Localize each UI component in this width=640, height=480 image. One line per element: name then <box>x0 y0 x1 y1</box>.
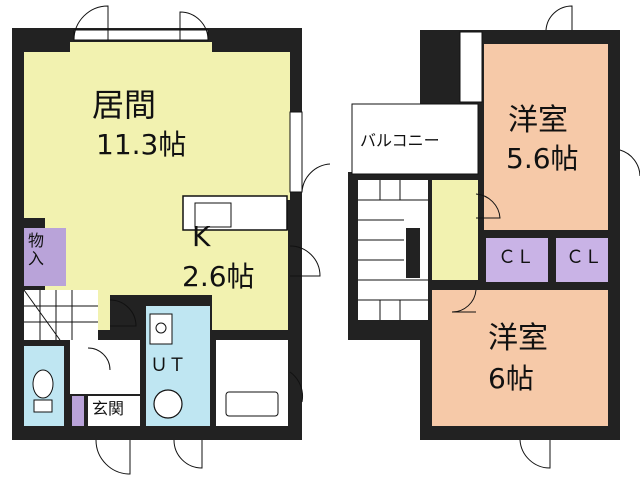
balcony <box>351 103 479 175</box>
kitchen-label: K <box>192 220 211 253</box>
western-room-1 <box>484 44 608 230</box>
utility-label: ＵＴ <box>150 355 186 376</box>
western-room-2 <box>432 290 608 426</box>
closet-2 <box>556 238 608 282</box>
shoe-cabinet <box>72 396 84 426</box>
window-top <box>73 29 209 41</box>
entrance <box>88 396 140 426</box>
storage-room <box>24 228 66 286</box>
entrance-label: 玄関 <box>92 399 125 418</box>
western-room-2-label: 洋室 <box>488 321 548 356</box>
western-room-1-label: 洋室 <box>508 103 568 138</box>
window-right <box>289 111 303 193</box>
western-room-1-size: 5.6帖 <box>506 142 579 175</box>
window-2f-top <box>459 31 483 103</box>
living-room-size: 11.3帖 <box>96 128 187 161</box>
closet-1-label: ＣＬ <box>498 247 534 268</box>
living-room-label: 居間 <box>92 86 157 124</box>
stairs-1f <box>24 290 98 340</box>
western-room-2-size: 6帖 <box>488 362 534 395</box>
balcony-label: バルコニー <box>360 131 440 150</box>
corridor-2f <box>432 180 478 280</box>
closet-1 <box>486 238 548 282</box>
kitchen-size: 2.6帖 <box>182 260 255 293</box>
storage-label: 物入 <box>28 231 45 268</box>
living-room <box>24 42 290 330</box>
closet-2-label: ＣＬ <box>566 247 602 268</box>
hall <box>70 340 140 394</box>
